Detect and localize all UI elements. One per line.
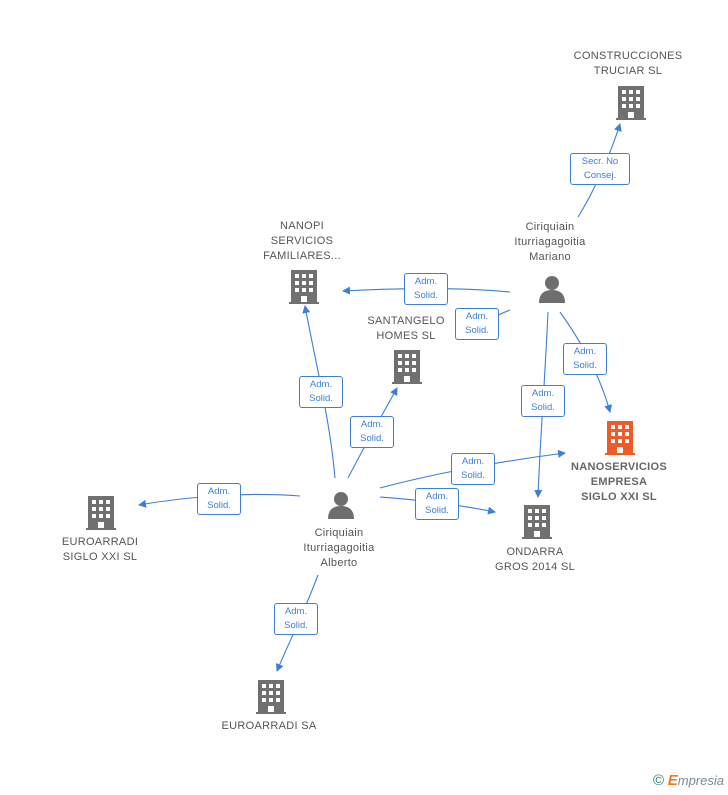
node-label-construcciones[interactable]: CONSTRUCCIONES TRUCIAR SL (573, 50, 683, 77)
edge-label-adm-solid[interactable]: Adm. Solid. (299, 376, 343, 408)
node-label-santangelo[interactable]: SANTANGELO HOMES SL (367, 315, 445, 342)
brand-logo-text: mpresia (677, 773, 724, 788)
edge-label-adm-solid[interactable]: Adm. Solid. (404, 273, 448, 305)
edge-label-secr-no-consej[interactable]: Secr. No Consej. (570, 153, 630, 185)
building-icon[interactable] (605, 421, 635, 455)
copyright-notice: © Empresia (653, 772, 724, 789)
building-icon[interactable] (392, 350, 422, 384)
node-label-euroarradi-xxi[interactable]: EUROARRADI SIGLO XXI SL (61, 536, 139, 563)
building-icon[interactable] (616, 86, 646, 120)
node-label-alberto[interactable]: Ciriquiain Iturriagagoitia Alberto (303, 527, 375, 569)
node-label-ondarra[interactable]: ONDARRA GROS 2014 SL (494, 546, 576, 573)
edge-label-adm-solid[interactable]: Adm. Solid. (451, 453, 495, 485)
edge-label-adm-solid[interactable]: Adm. Solid. (563, 343, 607, 375)
edge-label-adm-solid[interactable]: Adm. Solid. (350, 416, 394, 448)
building-icon[interactable] (86, 496, 116, 530)
building-icon[interactable] (256, 680, 286, 714)
node-label-mariano[interactable]: Ciriquiain Iturriagagoitia Mariano (514, 221, 586, 263)
person-icon[interactable] (539, 276, 565, 303)
edge-label-adm-solid[interactable]: Adm. Solid. (455, 308, 499, 340)
copyright-symbol: © (653, 772, 665, 789)
edge-label-adm-solid[interactable]: Adm. Solid. (197, 483, 241, 515)
node-label-euroarradi-sa[interactable]: EUROARRADI SA (221, 720, 317, 732)
edge-label-adm-solid[interactable]: Adm. Solid. (521, 385, 565, 417)
edge-label-adm-solid[interactable]: Adm. Solid. (415, 488, 459, 520)
node-label-nanopi[interactable]: NANOPI SERVICIOS FAMILIARES... (263, 220, 341, 262)
brand-logo-letter: E (667, 772, 678, 789)
building-icon[interactable] (289, 270, 319, 304)
edge-label-adm-solid[interactable]: Adm. Solid. (274, 603, 318, 635)
building-icon[interactable] (522, 505, 552, 539)
person-icon[interactable] (328, 492, 354, 519)
node-label-nanoservicios[interactable]: NANOSERVICIOS EMPRESA SIGLO XXI SL (571, 461, 667, 503)
